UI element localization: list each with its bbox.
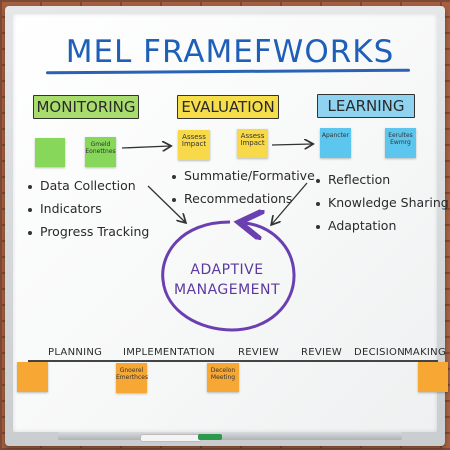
sticky-note-monitoring-2: Gmeld Eonettnes — [85, 137, 116, 167]
arrow-to-center-left — [147, 185, 185, 222]
arrow-evaluation-to-learning — [271, 144, 312, 145]
bullet-item: Recommedations — [172, 187, 315, 210]
heading-monitoring: MONITORING — [33, 95, 139, 119]
bullet-item: Progress Tracking — [28, 220, 149, 243]
center-line-2: MANAGEMENT — [173, 282, 281, 298]
heading-evaluation: EVALUATION — [177, 95, 279, 119]
sticky-note-planning — [17, 362, 48, 392]
center-line-1: ADAPTIVE — [190, 262, 264, 278]
timeline-line — [28, 360, 438, 362]
sticky-note-learning-1: Apancter — [320, 128, 351, 158]
heading-learning: LEARNING — [317, 94, 415, 118]
sticky-note-monitoring-1 — [35, 138, 65, 167]
timeline-label: DECISION — [354, 347, 405, 358]
timeline-label: PLANNING — [48, 347, 103, 358]
timeline-label: REVIEW — [301, 347, 343, 358]
bullet-item: Data Collection — [28, 174, 149, 197]
bullet-item: Reflection — [316, 168, 449, 191]
marker-icon — [140, 434, 202, 442]
sticky-note-decision — [418, 362, 448, 392]
arrow-to-center-right — [272, 182, 308, 224]
board-title: MEL FRAMEFWORKS — [65, 34, 395, 70]
bullet-item: Knowledge Sharing — [316, 191, 449, 214]
bullet-item: Indicators — [28, 197, 149, 220]
adaptive-management-label: ADAPTIVE MANAGEMENT — [168, 260, 286, 300]
marker-cap-icon — [198, 434, 222, 440]
sticky-note-implementation: Gnoerel Emerthces — [116, 363, 148, 393]
evaluation-bullets: Summatie/Formative Recommedations — [172, 164, 315, 210]
adaptive-management-circle — [161, 222, 296, 332]
learning-bullets: Reflection Knowledge Sharing Adaptation — [316, 168, 449, 237]
sticky-note-evaluation-1: Assess Impact — [178, 130, 210, 160]
bullet-item: Adaptation — [316, 214, 449, 237]
sticky-note-review: Decelon Meeting — [207, 363, 239, 392]
timeline-label: IMPLEMENTATION — [123, 347, 215, 358]
bullet-item: Summatie/Formative — [172, 164, 315, 187]
timeline-label: REVIEW — [238, 347, 280, 358]
sticky-note-learning-2: Eerultes Ewmrg — [385, 128, 416, 158]
arrow-monitoring-to-evaluation — [121, 146, 170, 148]
marker-tray — [58, 432, 402, 440]
timeline-label: MAKING — [404, 347, 447, 358]
sticky-note-evaluation-2: Assess Impact — [237, 129, 268, 158]
monitoring-bullets: Data Collection Indicators Progress Trac… — [28, 174, 149, 243]
